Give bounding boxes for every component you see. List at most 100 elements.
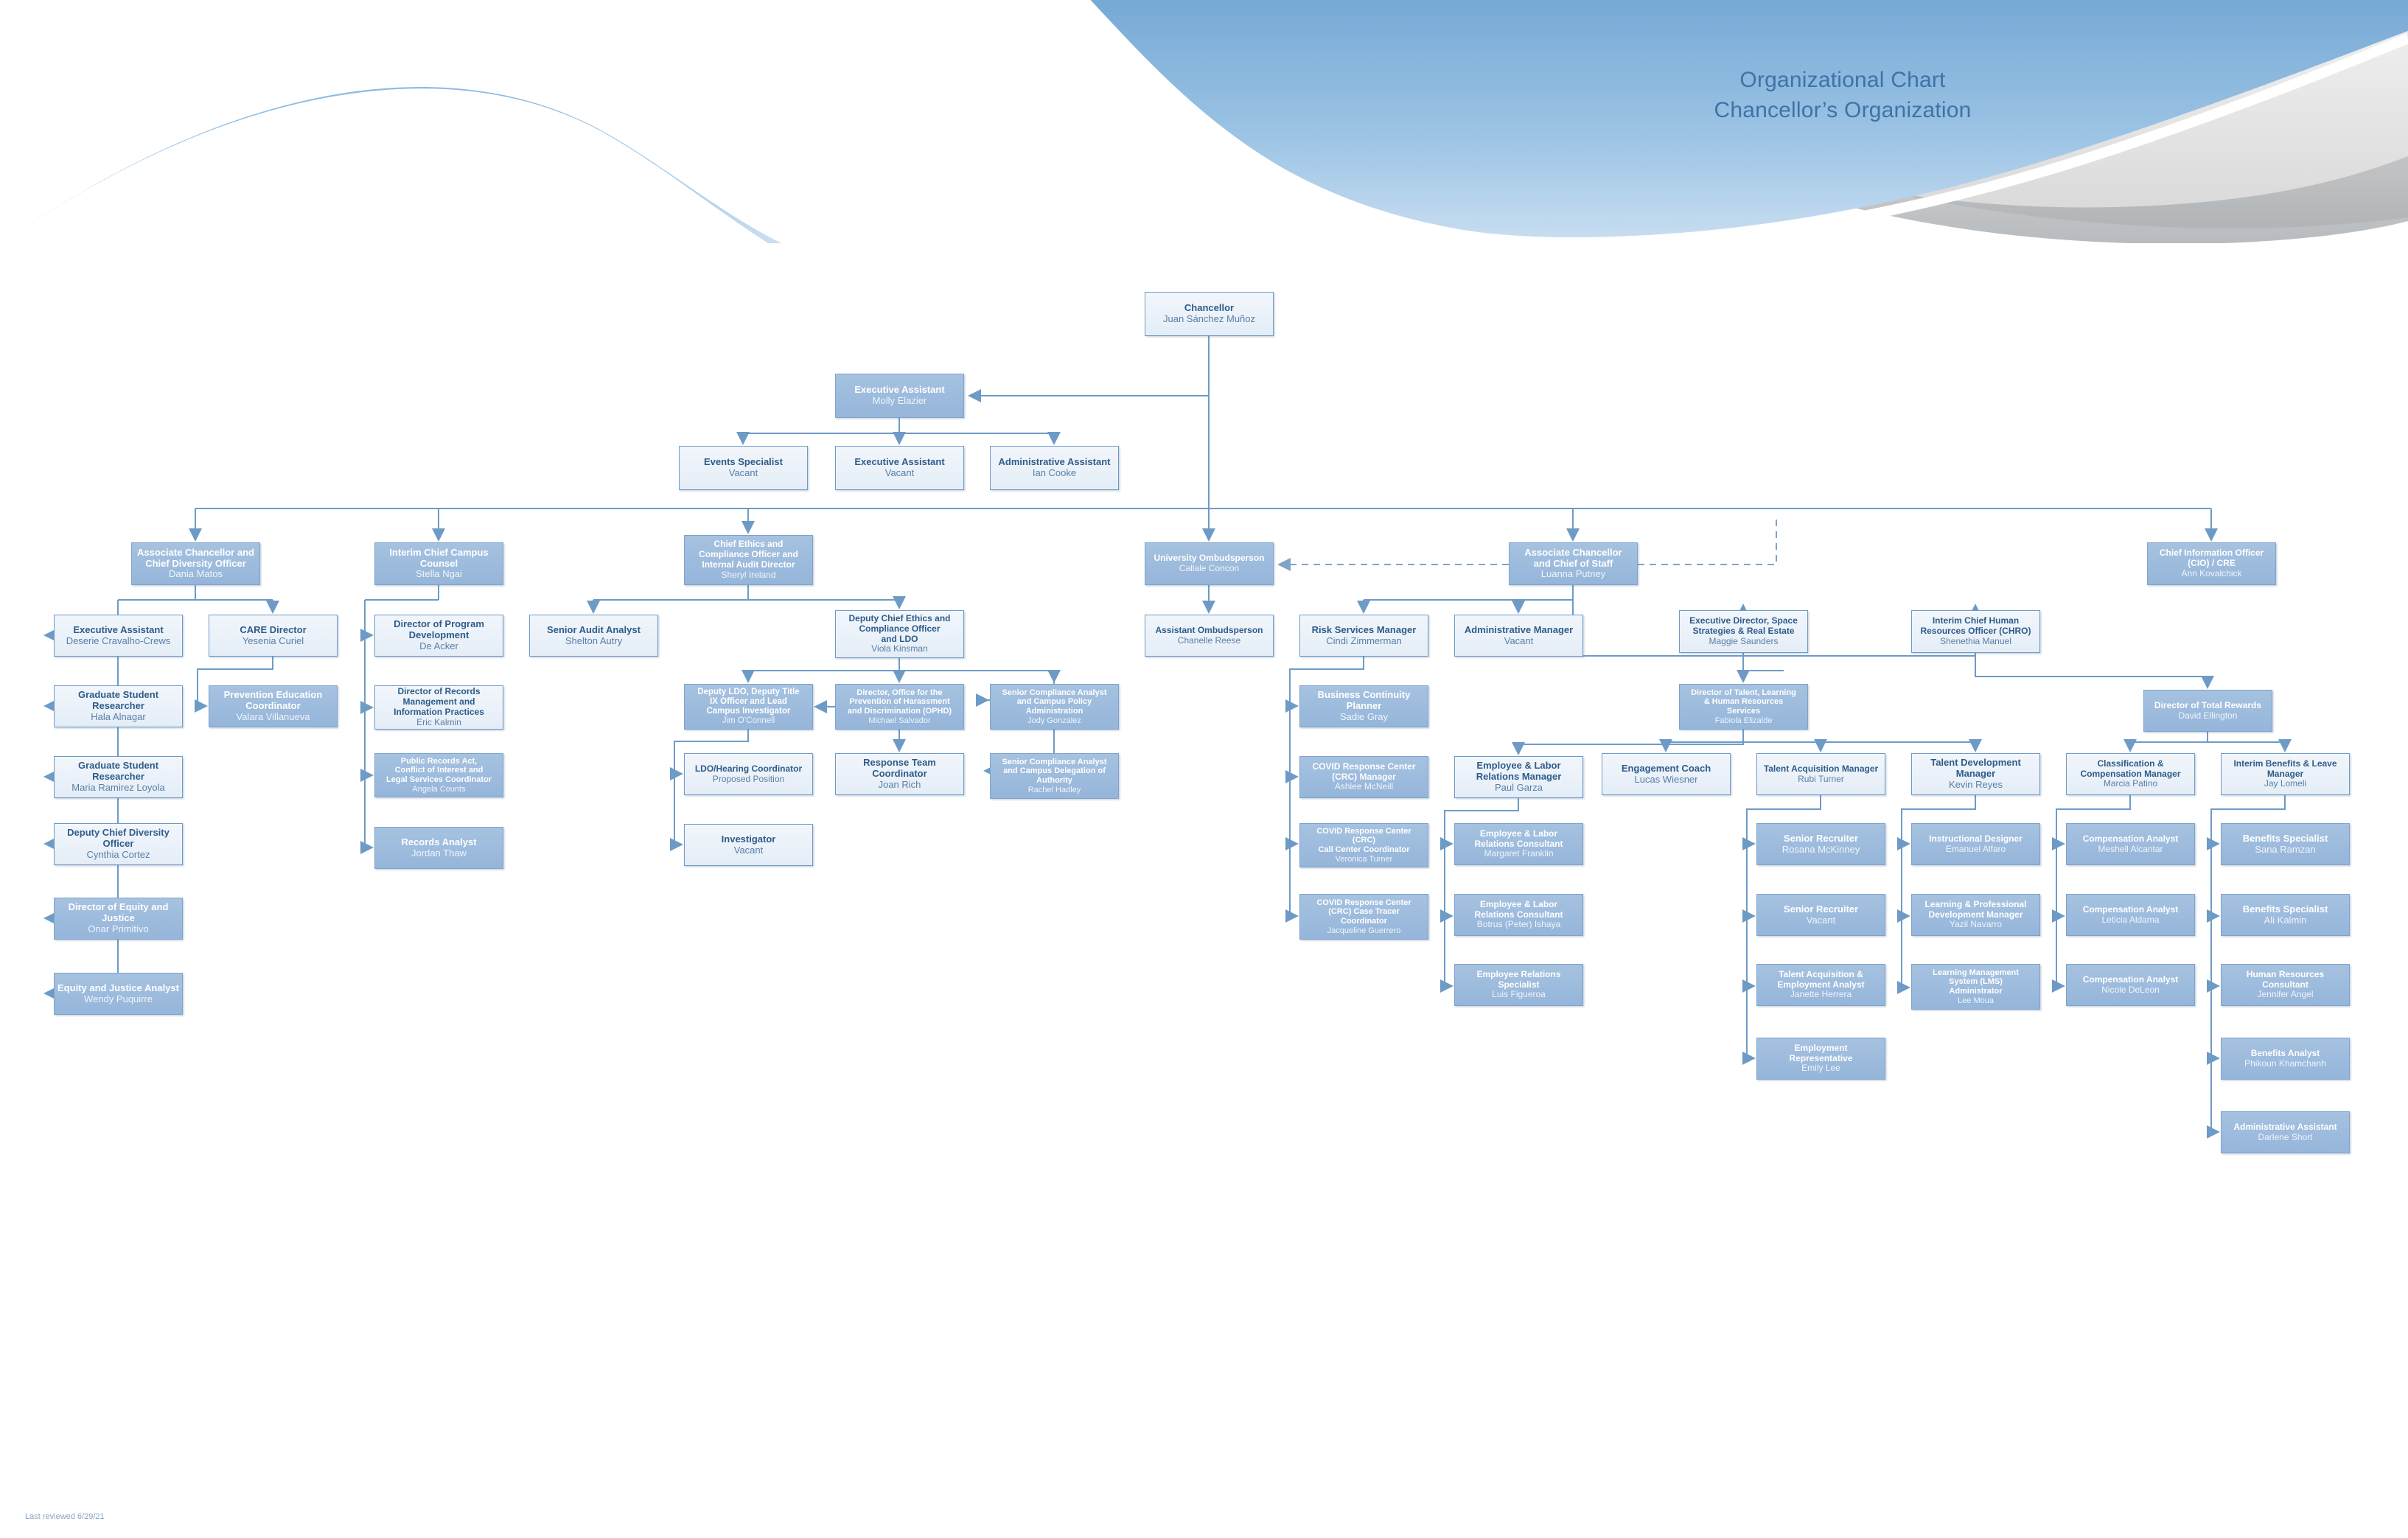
org-node-interim-chro[interactable]: Interim Chief Human Resources Officer (C…	[1911, 610, 2040, 653]
org-node-deputy-ldo-title-ix[interactable]: Deputy LDO, Deputy Title IX Officer and …	[684, 684, 813, 730]
org-node-person: Rosana McKinney	[1781, 843, 1860, 855]
org-node-senior-compliance-analyst-delegation[interactable]: Senior Compliance Analyst and Campus Del…	[990, 753, 1119, 799]
org-node-director-ophd[interactable]: Director, Office for the Prevention of H…	[835, 684, 964, 730]
org-node-person: Emanuel Alfaro	[1945, 843, 2006, 854]
org-node-assoc-chancellor-cdo[interactable]: Associate Chancellor and Chief Diversity…	[131, 542, 260, 585]
org-node-crc-case-tracer-coordinator[interactable]: COVID Response Center (CRC) Case Tracer …	[1299, 894, 1428, 940]
org-node-chief-ethics-compliance[interactable]: Chief Ethics and Compliance Officer and …	[684, 535, 813, 585]
org-node-person: Vacant	[1504, 635, 1534, 646]
org-node-title: Director of Talent, Learning & Human Res…	[1691, 688, 1796, 716]
org-node-person: Vacant	[884, 467, 915, 478]
org-node-director-records-management[interactable]: Director of Records Management and Infor…	[374, 685, 503, 730]
org-node-title: Talent Acquisition Manager	[1763, 763, 1879, 774]
org-node-person: Margaret Franklin	[1484, 848, 1554, 859]
org-node-title: Chief Information Officer (CIO) / CRE	[2159, 548, 2264, 569]
org-node-person: Shelton Autry	[565, 635, 623, 646]
org-node-title: Learning & Professional Development Mana…	[1924, 898, 2027, 920]
org-node-person: Veronica Turner	[1335, 854, 1393, 864]
org-node-person: Jay Lomeli	[2264, 778, 2307, 789]
org-node-person: Meshell Alcantar	[2098, 843, 2163, 854]
org-node-title: Compensation Analyst	[2082, 903, 2179, 915]
org-node-deputy-chief-ethics[interactable]: Deputy Chief Ethics and Compliance Offic…	[835, 610, 964, 658]
org-node-learning-professional-dev-manager[interactable]: Learning & Professional Development Mana…	[1911, 894, 2040, 936]
org-node-person: Jim O’Connell	[722, 716, 775, 726]
org-node-title: Executive Assistant	[73, 623, 164, 635]
org-node-person: Ali Kalmin	[2264, 914, 2307, 926]
org-node-person: Janette Herrera	[1790, 989, 1852, 1000]
org-node-person: Jacqueline Guerrero	[1327, 926, 1401, 935]
org-node-title: Human Resources Consultant	[2246, 968, 2325, 990]
org-node-title: Senior Recruiter	[1783, 832, 1859, 844]
org-node-person: Sana Ramzan	[2255, 843, 2316, 855]
footer-last-reviewed: Last reviewed 6/29/21	[25, 1512, 105, 1521]
org-node-person: Deserie Cravalho-Crews	[66, 635, 171, 646]
org-node-lms-administrator[interactable]: Learning Management System (LMS) Adminis…	[1911, 964, 2040, 1010]
org-node-person: Lee Moua	[1958, 996, 1994, 1005]
org-node-title: Administrative Assistant	[2233, 1121, 2337, 1132]
org-node-title: Events Specialist	[704, 456, 783, 468]
org-node-director-talent-learning-hr[interactable]: Director of Talent, Learning & Human Res…	[1679, 684, 1808, 730]
org-node-person: Leticia Aldama	[2101, 914, 2160, 925]
org-node-person: Maria Ramirez Loyola	[71, 781, 165, 793]
org-node-person: Marcia Patino	[2103, 778, 2158, 789]
org-node-person: Vacant	[733, 844, 764, 856]
org-node-crc-call-center-coordinator[interactable]: COVID Response Center (CRC) Call Center …	[1299, 823, 1428, 867]
org-node-person: Molly Elazier	[872, 395, 927, 406]
org-node-exec-director-space-strategies[interactable]: Executive Director, Space Strategies & R…	[1679, 610, 1808, 653]
org-node-senior-compliance-analyst-policy[interactable]: Senior Compliance Analyst and Campus Pol…	[990, 684, 1119, 730]
org-node-public-records-coordinator[interactable]: Public Records Act, Conflict of Interest…	[374, 753, 503, 797]
org-node-title: LDO/Hearing Coordinator	[694, 763, 803, 774]
